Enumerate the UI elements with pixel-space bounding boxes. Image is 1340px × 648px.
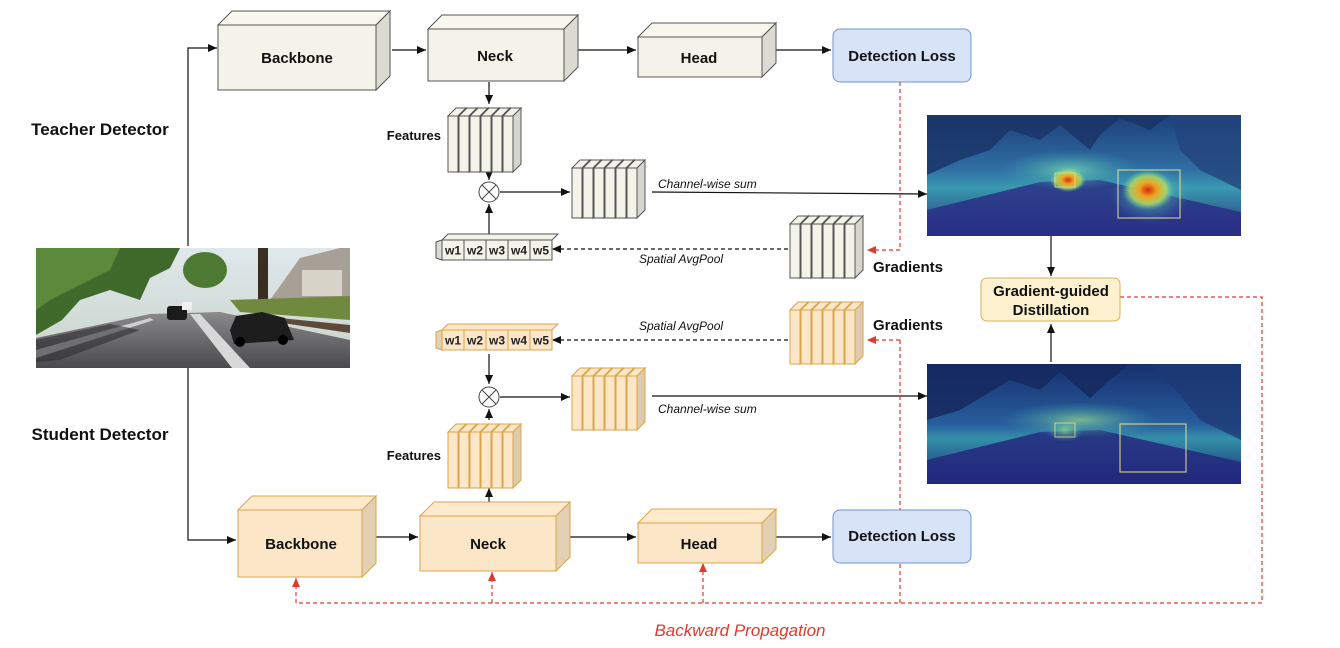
student-detector-label: Student Detector	[32, 425, 169, 444]
student-multiply-node	[478, 386, 500, 408]
student-trunk-arrow	[187, 368, 236, 544]
student-gradients-stack-slab	[843, 300, 865, 366]
teacher-weights-strip: w1 w2 w3 w4 w5	[435, 233, 560, 261]
teacher-features-stack	[446, 106, 523, 174]
student-weights-strip-cell-label: w1	[444, 334, 461, 348]
student-head-box	[636, 507, 778, 565]
distillation-label-line2: Distillation	[1013, 302, 1090, 319]
teacher-backbone-label: Backbone	[261, 50, 333, 67]
distillation-label-line1: Gradient-guided	[993, 283, 1109, 300]
student-features-stack-slab	[501, 422, 523, 490]
teacher-neck-label: Neck	[477, 48, 514, 65]
backward-propagation-label: Backward Propagation	[654, 621, 825, 640]
student-loss-label: Detection Loss	[848, 528, 956, 545]
weight-strips: w1 w2 w3 w4 w5 w1 w2 w3 w4 w5	[435, 233, 560, 351]
student-features-stack	[446, 422, 523, 490]
student-neck-label: Neck	[470, 536, 507, 553]
gradient-guided-distillation-box	[980, 277, 1121, 322]
teacher-head-label: Head	[681, 50, 718, 67]
student-weights-strip: w1 w2 w3 w4 w5	[435, 323, 560, 351]
t-sum-to-heatmap-arrow	[651, 189, 928, 198]
student-weights-strip-cell-label: w5	[532, 334, 549, 348]
student-backbone-label: Backbone	[265, 536, 337, 553]
teacher-attention-heatmap	[927, 115, 1241, 236]
student-channel-sum-label: Channel-wise sum	[658, 402, 757, 416]
teacher-features-stack-slab	[501, 106, 523, 174]
student-weights-strip-cell-label: w4	[510, 334, 527, 348]
student-avgpool-label: Spatial AvgPool	[639, 319, 723, 333]
teacher-avgpool-label: Spatial AvgPool	[639, 252, 723, 266]
teacher-detection-box	[1117, 169, 1181, 219]
teacher-gradients-stack	[788, 214, 865, 280]
input-road-image	[36, 248, 350, 368]
teacher-gradients-label: Gradients	[873, 259, 943, 276]
teacher-weights-strip-cell-label: w4	[510, 244, 527, 258]
teacher-weights-strip-cell-label: w2	[466, 244, 483, 258]
student-weights-strip-cell-label: w2	[466, 334, 483, 348]
student-neck-box	[418, 500, 572, 573]
student-features-label: Features	[387, 448, 441, 463]
teacher-weights-strip-cell-label: w1	[444, 244, 461, 258]
teacher-multiply-node	[478, 181, 500, 203]
module-boxes	[216, 9, 778, 579]
student-detection-box	[1119, 423, 1187, 473]
distill-return-red-line	[296, 296, 1263, 604]
student-channel-sum-stack	[570, 366, 647, 432]
student-detection-loss-box	[832, 509, 972, 564]
student-weights-strip-cell-label: w3	[488, 334, 505, 348]
labels: Teacher Detector Student Detector Backbo…	[31, 48, 1109, 640]
teacher-trunk-arrow	[187, 44, 217, 246]
teacher-loss-label: Detection Loss	[848, 48, 956, 65]
teacher-features-label: Features	[387, 128, 441, 143]
student-attention-heatmap	[927, 364, 1241, 484]
teacher-channel-sum-label: Channel-wise sum	[658, 177, 757, 191]
teacher-weights-strip-cell-label: w5	[532, 244, 549, 258]
student-gradients-stack	[788, 300, 865, 366]
student-channel-sum-stack-slab	[625, 366, 647, 432]
feature-stacks	[446, 106, 865, 490]
student-gradients-label: Gradients	[873, 317, 943, 334]
teacher-channel-sum-stack-slab	[625, 158, 647, 220]
student-backbone-box	[236, 494, 378, 579]
teacher-channel-sum-stack	[570, 158, 647, 220]
teacher-gradients-stack-slab	[843, 214, 865, 280]
teacher-neck-box	[426, 13, 580, 83]
connectors	[187, 44, 1055, 544]
teacher-weights-strip-cell-label: w3	[488, 244, 505, 258]
teacher-detection-loss-box	[832, 28, 972, 83]
teacher-detector-label: Teacher Detector	[31, 120, 169, 139]
student-head-label: Head	[681, 536, 718, 553]
t-loss-to-grad-red-arrow	[867, 82, 901, 254]
teacher-backbone-box	[216, 9, 392, 92]
teacher-head-box	[636, 21, 778, 79]
